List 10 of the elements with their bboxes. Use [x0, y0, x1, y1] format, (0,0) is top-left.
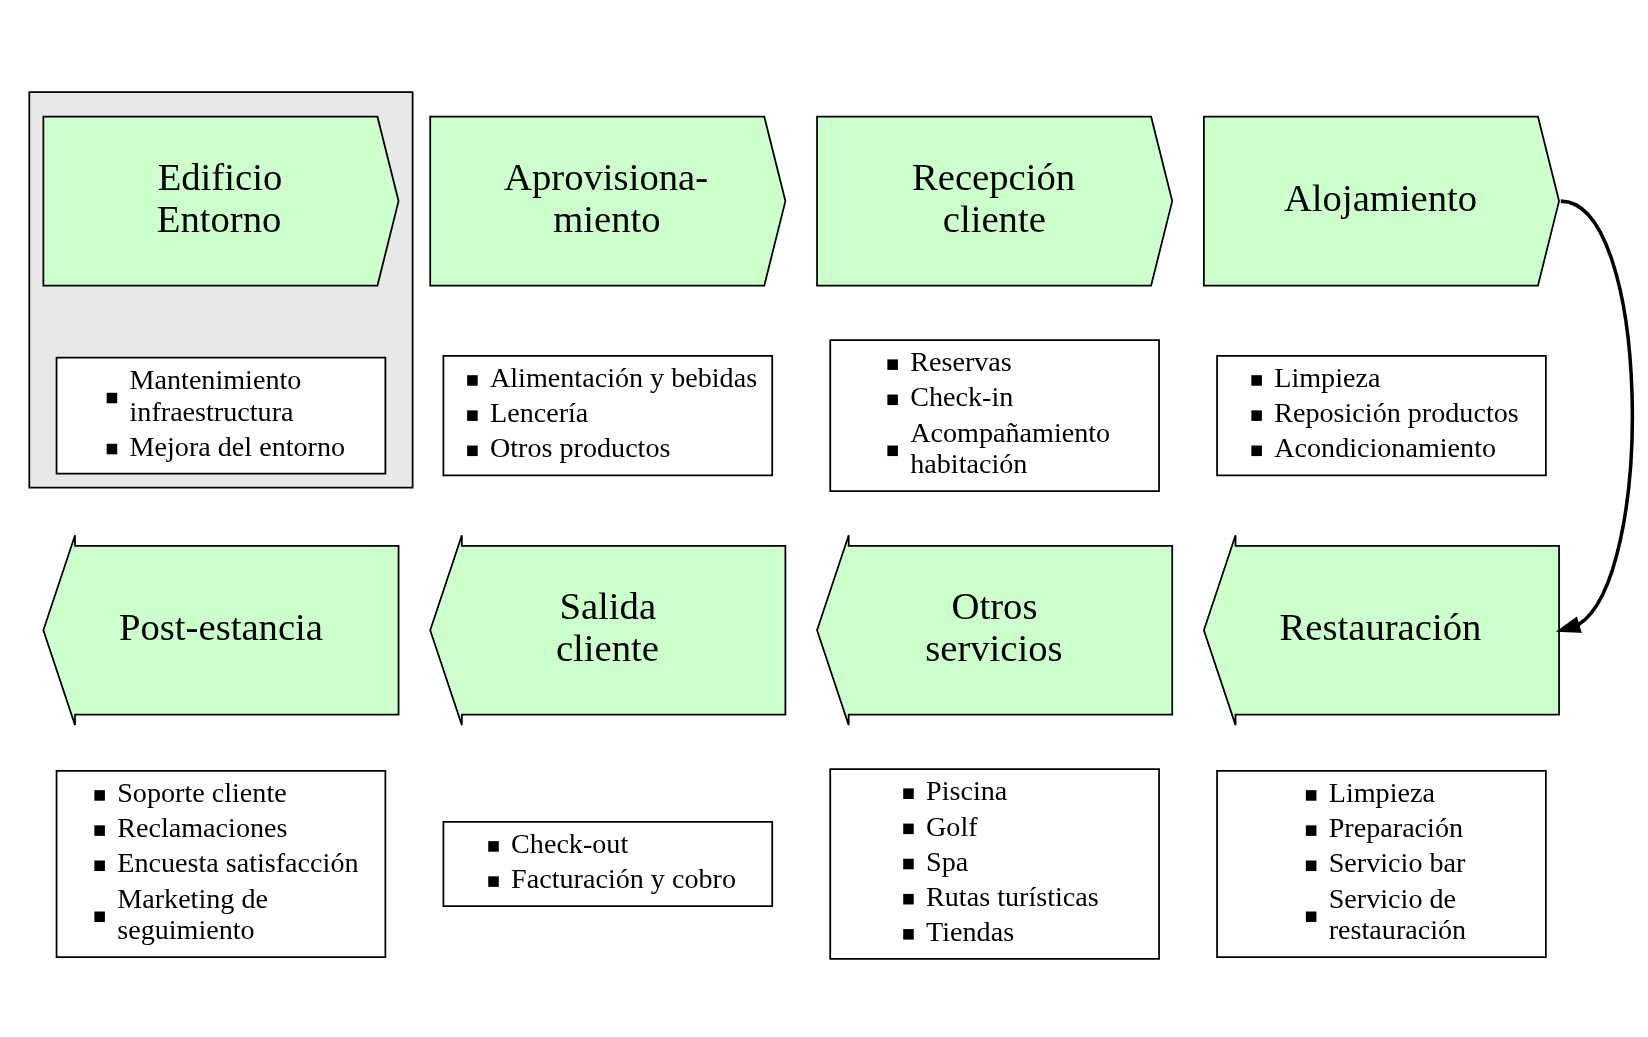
node-box: Limpieza Reposición productos Acondicionamiento — [1216, 354, 1547, 477]
node-box: Reservas Check-in Acompañamiento habitación — [829, 339, 1160, 493]
arrow — [1555, 199, 1634, 633]
node-box: Check-out Facturación y cobro — [442, 820, 774, 908]
node-box: Alimentación y bebidas Lencería Otros productos — [442, 354, 774, 477]
cluster — [28, 91, 414, 489]
node-box: Piscina Golf Spa Rutas turísticas Tiendas — [829, 768, 1160, 960]
node-box: Limpieza Preparación Servicio bar Servicio de restauración — [1216, 769, 1547, 959]
node-box: Soporte cliente Reclamaciones Encuesta satisfacción Marketing de seguimiento — [55, 769, 387, 959]
node-box: Mantenimiento infraestructura Mejora del entorno — [55, 356, 387, 475]
